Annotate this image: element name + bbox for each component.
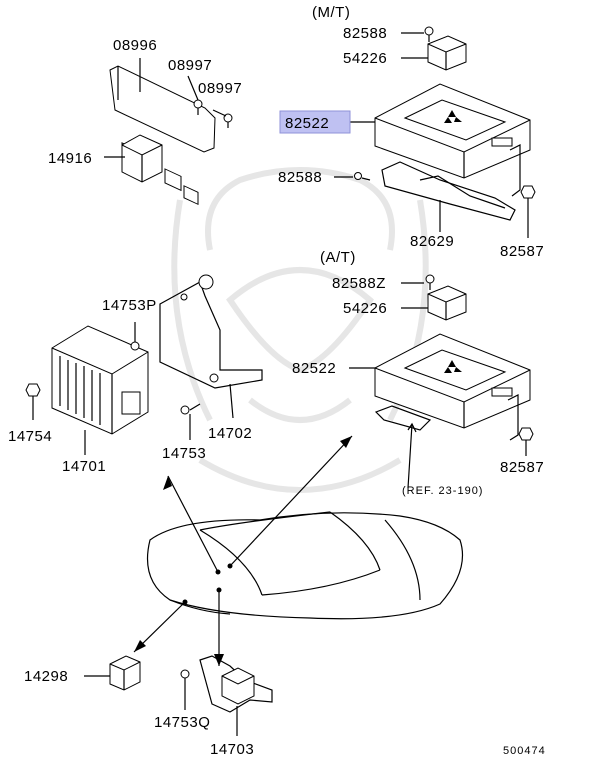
bracket-14702 [159,274,263,419]
ecu-module-82522-mt [374,83,531,179]
part-label-14753Q[interactable]: 14753Q [154,714,210,731]
nut-82587-at [518,427,534,456]
screw-82588-mid [354,172,371,181]
part-label-08997-b[interactable]: 08997 [198,80,242,97]
part-label-14298[interactable]: 14298 [24,668,68,685]
highlight-82522 [279,110,351,134]
part-label-14753[interactable]: 14753 [162,445,206,462]
bolt-14753Q [180,669,190,710]
part-label-82522-mt[interactable]: 82522 [285,115,329,132]
part-label-82629[interactable]: 82629 [410,233,454,250]
screw-82588Z [425,274,435,290]
part-label-54226-at[interactable]: 54226 [343,300,387,317]
part-label-82588-mt-b[interactable]: 82588 [278,169,322,186]
reference-label[interactable]: (REF. 23-190) [402,485,483,497]
part-label-82588-mt[interactable]: 82588 [343,25,387,42]
part-label-08996[interactable]: 08996 [113,37,157,54]
part-label-08997[interactable]: 08997 [168,57,212,74]
mitsubishi-logo-icon [444,360,462,373]
relay-54226-mt [427,35,467,71]
mitsubishi-logo-icon [444,110,462,123]
relay-bracket-14703 [199,655,273,736]
nut-82587-mt [520,185,536,238]
bracket-82629 [381,144,521,221]
bolt-08997a [193,99,203,115]
part-label-14701[interactable]: 14701 [62,458,106,475]
relay-14916 [121,134,163,183]
part-label-14916[interactable]: 14916 [48,150,92,167]
part-label-82522-at[interactable]: 82522 [292,360,336,377]
screw-82588-top [424,26,434,42]
bolt-14753 [180,403,201,440]
section-label-mt: (M/T) [312,4,350,21]
bolt-14753P [130,322,140,351]
part-label-14703[interactable]: 14703 [210,741,254,758]
part-label-54226-mt[interactable]: 54226 [343,50,387,67]
part-label-82587-mt[interactable]: 82587 [500,243,544,260]
car-outline-icon [146,511,464,620]
part-label-14702[interactable]: 14702 [208,425,252,442]
diagram-id: 500474 [503,745,546,757]
controller-14701 [51,325,149,435]
part-label-82588Z[interactable]: 82588Z [332,275,386,292]
samurai-watermark-icon [171,167,429,493]
part-label-14754[interactable]: 14754 [8,428,52,445]
part-label-14753P[interactable]: 14753P [102,297,157,314]
part-label-82587-at[interactable]: 82587 [500,459,544,476]
relay-14298 [109,655,141,691]
relay-54226-at [427,285,467,321]
nut-14754 [25,383,41,420]
ecu-module-82522-at [374,333,531,441]
section-label-at: (A/T) [320,249,356,266]
